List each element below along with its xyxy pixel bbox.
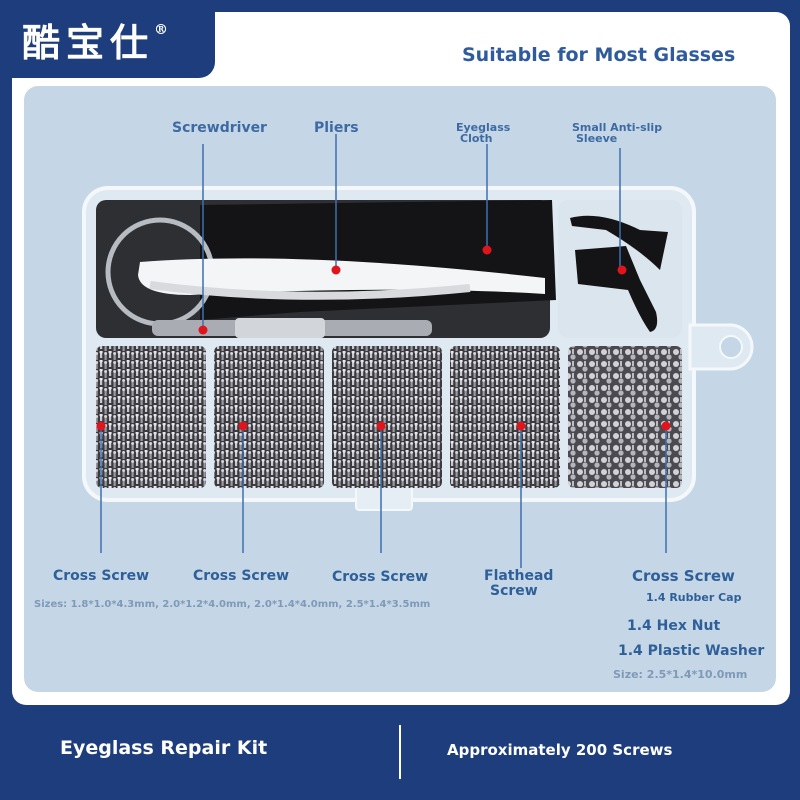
anti-slip-sleeve	[570, 215, 668, 270]
headline: Suitable for Most Glasses	[462, 44, 736, 66]
compartment-4	[450, 346, 560, 488]
brand-logo: 酷宝仕®	[22, 20, 169, 65]
label-plastic-washer: 1.4 Plastic Washer	[618, 643, 765, 659]
callout-lines	[100, 134, 667, 568]
compartment-3	[332, 346, 442, 488]
compartment-2	[214, 346, 324, 488]
label-cloth-line1: Eyeglass	[456, 121, 511, 134]
label-flathead-line2: Screw	[490, 583, 538, 599]
box-latch	[355, 485, 413, 511]
label-cross-screw-3: Cross Screw	[332, 569, 429, 585]
label-hex-nut: 1.4 Hex Nut	[627, 618, 721, 634]
label-flathead-line1: Flathead	[484, 568, 554, 584]
label-sleeve-line1: Small Anti-slip	[572, 121, 663, 134]
label-screwdriver: Screwdriver	[172, 120, 267, 136]
label-sizes: Sizes: 1.8*1.0*4.3mm, 2.0*1.2*4.0mm, 2.0…	[34, 599, 431, 610]
label-sleeve-line2: Sleeve	[576, 132, 618, 145]
label-cross-screw-2: Cross Screw	[193, 568, 290, 584]
label-size-right: Size: 2.5*1.4*10.0mm	[613, 668, 748, 681]
compartment-5	[568, 346, 682, 488]
compartment-1	[96, 346, 206, 488]
label-pliers: Pliers	[314, 120, 359, 136]
pliers	[138, 258, 545, 295]
label-cross-screw-1: Cross Screw	[53, 568, 150, 584]
footer-title: Eyeglass Repair Kit	[60, 737, 268, 759]
callout-markers	[96, 245, 671, 431]
label-cloth-line2: Cloth	[460, 132, 493, 145]
footer-screw-count: Approximately 200 Screws	[447, 741, 673, 759]
brand-tab: 酷宝仕®	[0, 0, 215, 78]
label-rubber-cap: 1.4 Rubber Cap	[646, 591, 742, 604]
footer-divider	[399, 725, 401, 779]
label-cross-screw-4: Cross Screw	[632, 567, 735, 585]
